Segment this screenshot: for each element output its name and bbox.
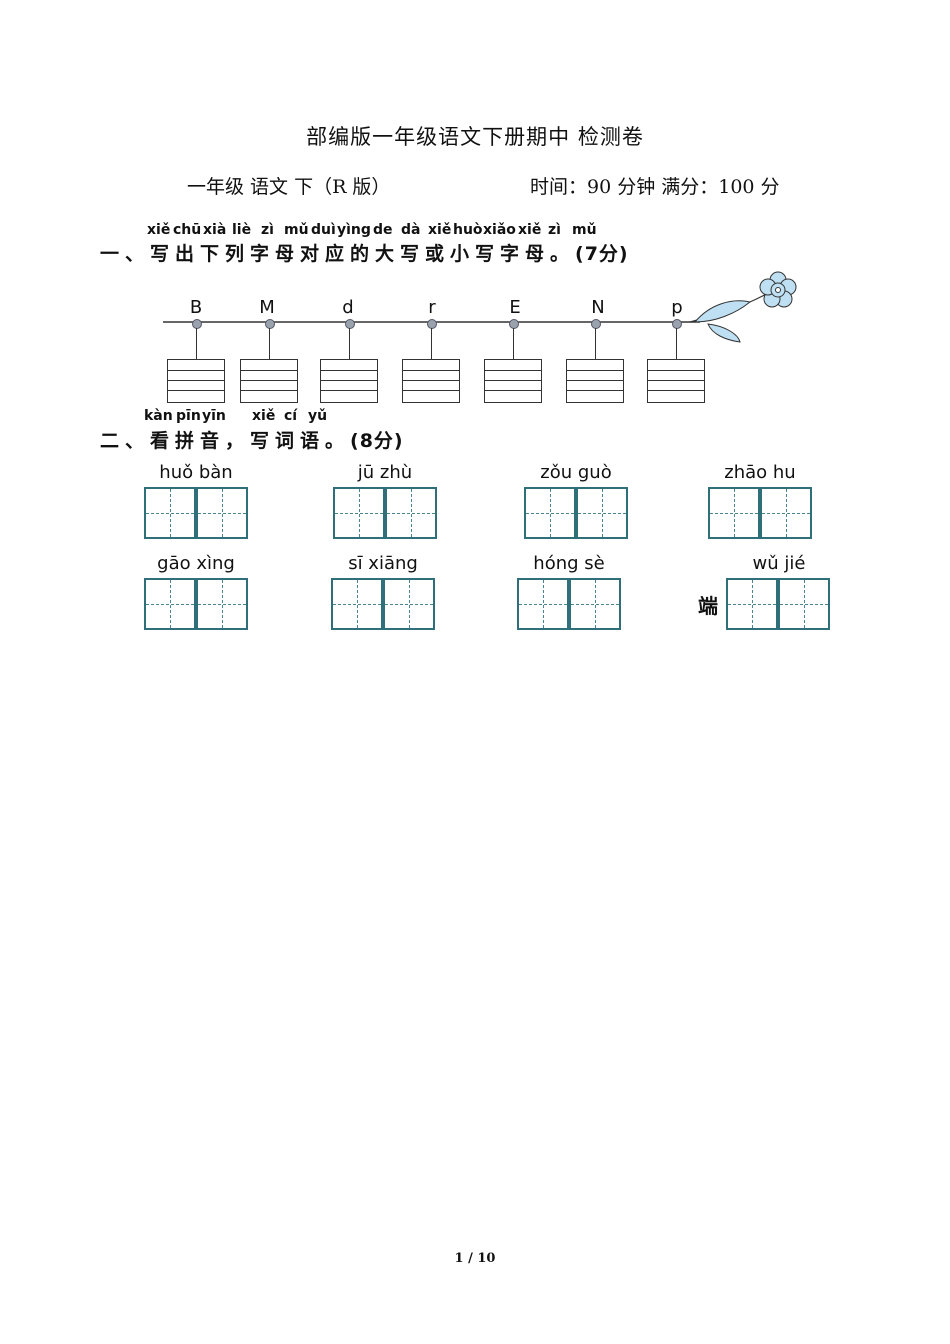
writing-grid-cell[interactable] <box>760 487 812 539</box>
writing-grid-cell[interactable] <box>144 487 196 539</box>
word-pinyin-1: huǒ bàn <box>159 462 233 483</box>
word-pinyin-3: zǒu guò <box>540 462 612 483</box>
answer-box-letter-6[interactable] <box>566 359 624 403</box>
connector <box>676 328 677 360</box>
writing-grid-cell[interactable] <box>708 487 760 539</box>
connector <box>595 328 596 360</box>
word-pinyin-8: wǔ jié <box>752 553 806 574</box>
writing-grid-cell[interactable] <box>383 578 435 630</box>
answer-box-letter-7[interactable] <box>647 359 705 403</box>
word-pinyin-6: sī xiāng <box>348 553 418 574</box>
leaf-icon <box>707 323 741 343</box>
pin-dot <box>192 319 202 329</box>
writing-grid-cell[interactable] <box>196 487 248 539</box>
section1-heading: 一、写出下列字母对应的大写或小写字母。(7分) <box>100 243 629 265</box>
time-score: 时间：90 分钟 满分：100 分 <box>530 176 780 198</box>
writing-grid-cell[interactable] <box>331 578 383 630</box>
letter-label: d <box>342 297 354 318</box>
pin-dot <box>591 319 601 329</box>
pin-dot <box>345 319 355 329</box>
page-number: 1 / 10 <box>454 1251 496 1266</box>
connector <box>269 328 270 360</box>
letter-label: N <box>591 297 605 318</box>
writing-grid-cell[interactable] <box>576 487 628 539</box>
letter-label: r <box>428 297 436 318</box>
letter-label: B <box>189 297 203 318</box>
answer-box-letter-5[interactable] <box>484 359 542 403</box>
grade-subject: 一年级 语文 下（R 版） <box>187 176 391 198</box>
writing-grid-cell[interactable] <box>196 578 248 630</box>
writing-grid-cell[interactable] <box>524 487 576 539</box>
word-pinyin-2: jū zhù <box>357 462 413 483</box>
pin-dot <box>509 319 519 329</box>
writing-grid-cell[interactable] <box>144 578 196 630</box>
word-pinyin-7: hóng sè <box>533 553 605 574</box>
word-prefix-char: 端 <box>698 594 718 618</box>
writing-grid-cell[interactable] <box>333 487 385 539</box>
writing-grid-cell[interactable] <box>778 578 830 630</box>
connector <box>431 328 432 360</box>
pin-dot <box>672 319 682 329</box>
connector <box>349 328 350 360</box>
connector <box>513 328 514 360</box>
writing-grid-cell[interactable] <box>726 578 778 630</box>
letter-label: E <box>509 297 521 318</box>
answer-box-letter-2[interactable] <box>240 359 298 403</box>
answer-box-letter-3[interactable] <box>320 359 378 403</box>
page-title: 部编版一年级语文下册期中 检测卷 <box>306 125 644 149</box>
answer-box-letter-4[interactable] <box>402 359 460 403</box>
writing-grid-cell[interactable] <box>517 578 569 630</box>
flower-icon <box>759 271 797 308</box>
pin-dot <box>265 319 275 329</box>
answer-box-letter-1[interactable] <box>167 359 225 403</box>
writing-grid-cell[interactable] <box>569 578 621 630</box>
word-pinyin-4: zhāo hu <box>724 462 796 483</box>
letter-label: p <box>671 297 683 318</box>
section2-heading: 二、看拼音，写词语。(8分) <box>100 430 404 452</box>
pin-dot <box>427 319 437 329</box>
letter-label: M <box>259 297 275 318</box>
leaf-icon <box>693 300 752 323</box>
word-pinyin-5: gāo xìng <box>157 553 235 574</box>
connector <box>196 328 197 360</box>
writing-grid-cell[interactable] <box>385 487 437 539</box>
